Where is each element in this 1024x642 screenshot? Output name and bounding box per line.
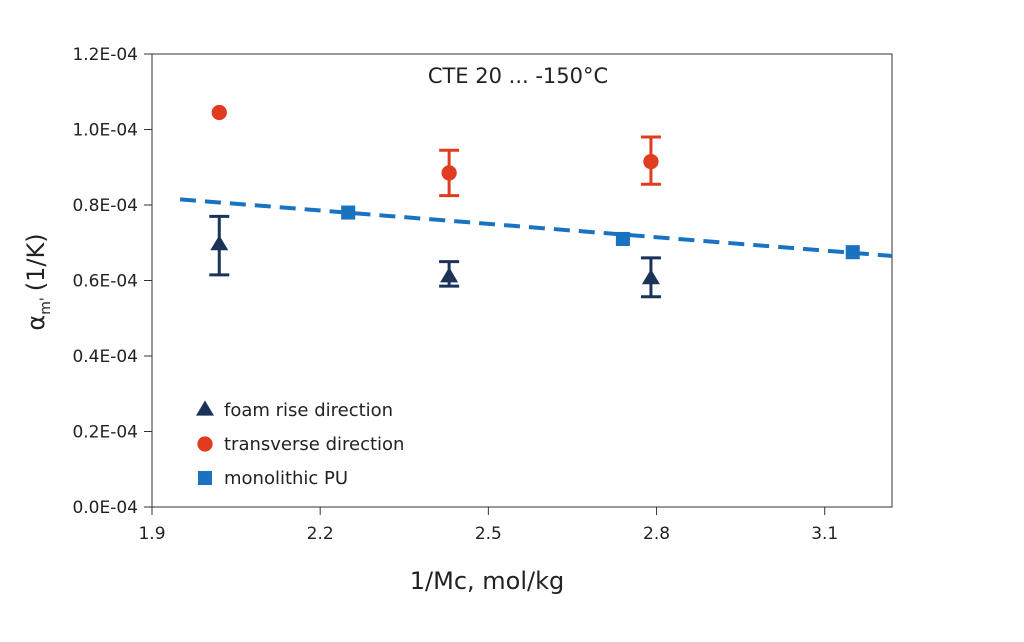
- square-marker: [615, 231, 630, 246]
- svg-text:αm'(1/K): αm' (1/K): [22, 233, 54, 330]
- y-tick-label: 0.6E-04: [72, 272, 138, 292]
- triangle-marker: [210, 235, 229, 251]
- x-tick-label: 2.8: [643, 524, 670, 544]
- x-tick-label: 3.1: [811, 524, 838, 544]
- y-axis-title: αm' (1/K): [22, 233, 54, 330]
- x-tick-label: 2.2: [307, 524, 334, 544]
- y-tick-label: 0.4E-04: [72, 347, 138, 367]
- legend-label: foam rise direction: [224, 400, 393, 421]
- square-marker: [341, 205, 356, 220]
- circle-marker: [643, 153, 659, 170]
- circle-marker: [441, 165, 457, 181]
- legend: foam rise direction transverse direction m…: [196, 400, 404, 489]
- series-monolithic-pu: [341, 205, 860, 260]
- series-foam-rise-direction: [209, 214, 661, 299]
- chart-annotation: CTE 20 ... -150°C: [428, 64, 608, 88]
- legend-label: transverse direction: [224, 434, 404, 455]
- circle-marker: [197, 436, 213, 452]
- series-transverse-direction: [211, 104, 661, 198]
- square-marker: [197, 470, 213, 486]
- y-tick-label: 1.2E-04: [72, 45, 138, 65]
- y-axis-title-subscript: m': [38, 297, 54, 315]
- y-tick-label: 0.0E-04: [72, 498, 138, 518]
- y-axis-title-unit: (1/K): [22, 233, 50, 291]
- trendline: [179, 197, 893, 258]
- circle-marker: [211, 104, 227, 121]
- y-tick-label: 0.8E-04: [72, 196, 138, 216]
- triangle-marker: [641, 269, 660, 285]
- legend-label: monolithic PU: [224, 468, 348, 489]
- y-tick-label: 1.0E-04: [72, 121, 138, 141]
- y-axis-title-symbol: α: [22, 315, 50, 331]
- y-tick-label: 0.2E-04: [72, 423, 138, 443]
- x-tick-label: 1.9: [138, 524, 165, 544]
- square-marker: [845, 245, 860, 260]
- x-tick-label: 2.5: [475, 524, 502, 544]
- triangle-marker: [196, 400, 214, 416]
- x-axis-title: 1/Mc, mol/kg: [410, 567, 564, 595]
- triangle-marker: [440, 267, 459, 283]
